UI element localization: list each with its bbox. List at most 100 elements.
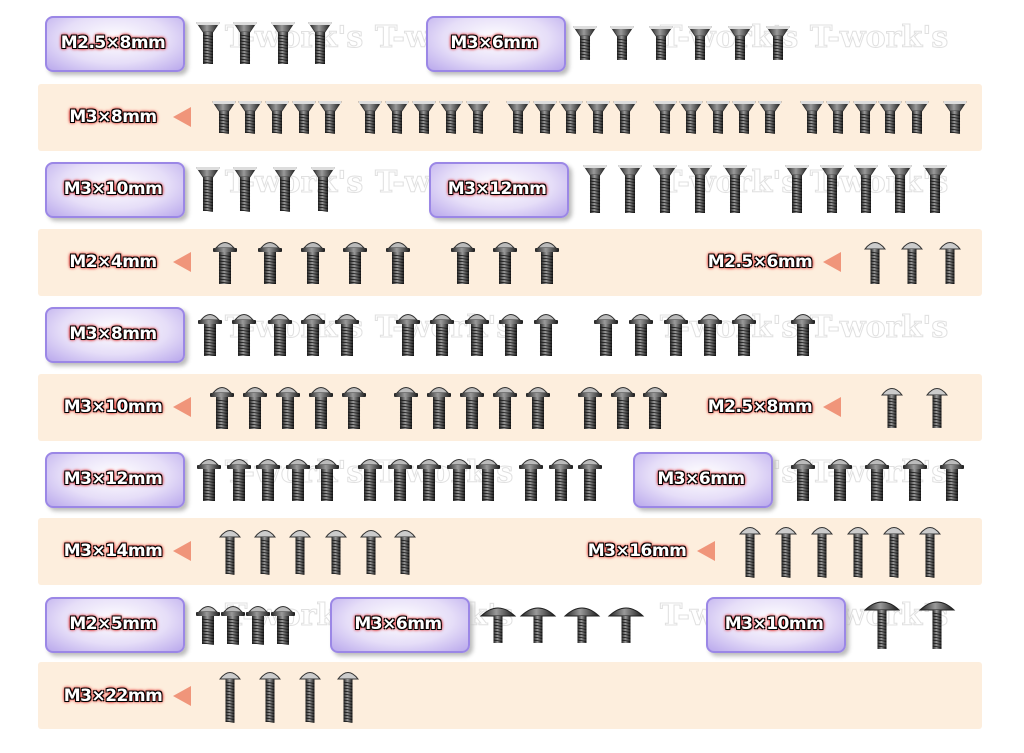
screw-icon <box>244 603 272 649</box>
size-label: M3×12mm <box>447 179 547 199</box>
screw-icon <box>825 100 851 138</box>
screw-icon <box>576 456 604 506</box>
screw-icon <box>904 100 930 138</box>
highlight-band <box>38 662 982 729</box>
size-label: M3×10mm <box>724 614 824 634</box>
screw-icon <box>288 527 312 579</box>
screw-icon <box>900 239 924 289</box>
screw-icon <box>918 598 956 654</box>
screw-icon <box>491 239 519 289</box>
screw-icon <box>774 524 798 582</box>
screw-icon <box>324 527 348 579</box>
size-label: M3×6mm <box>354 614 442 634</box>
screw-icon <box>284 456 312 506</box>
size-label: M3×16mm <box>587 541 687 561</box>
screw-icon <box>333 311 361 361</box>
screw-icon <box>731 100 757 138</box>
screw-icon <box>253 527 277 579</box>
screw-icon <box>491 384 519 434</box>
screw-icon <box>384 100 410 138</box>
screw-icon <box>789 311 817 361</box>
size-label-box <box>426 16 566 72</box>
screw-icon <box>357 100 383 138</box>
screw-icon <box>425 384 453 434</box>
screw-icon <box>652 100 678 138</box>
screw-icon <box>449 239 477 289</box>
arrow-icon <box>173 397 191 417</box>
screw-icon <box>270 21 296 69</box>
screw-icon <box>463 311 491 361</box>
screw-icon <box>317 100 343 138</box>
screw-icon <box>784 164 810 218</box>
size-label: M3×8mm <box>69 324 157 344</box>
screw-icon <box>225 456 253 506</box>
screw-icon <box>438 100 464 138</box>
screw-icon <box>607 604 645 648</box>
watermark-text: T-work's <box>809 310 949 346</box>
screw-icon <box>863 456 891 506</box>
screw-icon <box>722 164 748 218</box>
screw-icon <box>863 598 901 654</box>
screw-icon <box>846 524 870 582</box>
screw-icon <box>648 25 674 65</box>
screw-icon <box>266 311 294 361</box>
screw-icon <box>532 311 560 361</box>
screw-icon <box>609 25 635 65</box>
watermark-text: T-work's <box>659 310 799 346</box>
watermark-text: T-work's <box>809 20 949 56</box>
size-label: M3×10mm <box>63 397 163 417</box>
screw-icon <box>942 100 968 138</box>
screw-icon <box>219 603 247 649</box>
screw-icon <box>582 164 608 218</box>
size-label: M2×5mm <box>69 614 157 634</box>
arrow-icon <box>173 541 191 561</box>
screw-icon <box>662 311 690 361</box>
screw-icon <box>738 524 762 582</box>
size-label: M2×4mm <box>69 252 157 272</box>
screw-icon <box>310 166 336 216</box>
screw-icon <box>887 164 913 218</box>
screw-icon <box>241 384 269 434</box>
size-label-box <box>45 162 185 218</box>
screw-icon <box>411 100 437 138</box>
screw-icon <box>612 100 638 138</box>
screw-icon <box>730 311 758 361</box>
screw-icon <box>592 311 620 361</box>
screw-icon <box>519 604 557 648</box>
screw-icon <box>852 100 878 138</box>
size-label: M3×6mm <box>657 469 745 489</box>
screw-icon <box>938 456 966 506</box>
screw-icon <box>563 604 601 648</box>
screw-icon <box>547 456 575 506</box>
screw-icon <box>524 384 552 434</box>
arrow-icon <box>697 541 715 561</box>
screw-icon <box>356 456 384 506</box>
screw-icon <box>340 384 368 434</box>
screw-icon <box>901 456 929 506</box>
size-label-box <box>633 452 773 508</box>
screw-icon <box>232 21 258 69</box>
screw-icon <box>211 100 237 138</box>
screw-icon <box>445 456 473 506</box>
screw-icon <box>254 456 282 506</box>
screw-icon <box>465 100 491 138</box>
screw-icon <box>307 21 333 69</box>
screw-icon <box>497 311 525 361</box>
screw-icon <box>609 384 637 434</box>
arrow-icon <box>823 397 841 417</box>
screw-icon <box>882 524 906 582</box>
size-label: M3×10mm <box>63 179 163 199</box>
screw-icon <box>641 384 669 434</box>
size-label: M3×14mm <box>63 541 163 561</box>
screw-icon <box>687 164 713 218</box>
screw-icon <box>925 385 949 433</box>
screw-icon <box>705 100 731 138</box>
screw-icon <box>532 100 558 138</box>
screw-icon <box>196 311 224 361</box>
screw-icon <box>727 25 753 65</box>
screw-icon <box>922 164 948 218</box>
screw-icon <box>269 603 297 649</box>
screw-icon <box>272 166 298 216</box>
screw-icon <box>877 100 903 138</box>
arrow-icon <box>173 686 191 706</box>
